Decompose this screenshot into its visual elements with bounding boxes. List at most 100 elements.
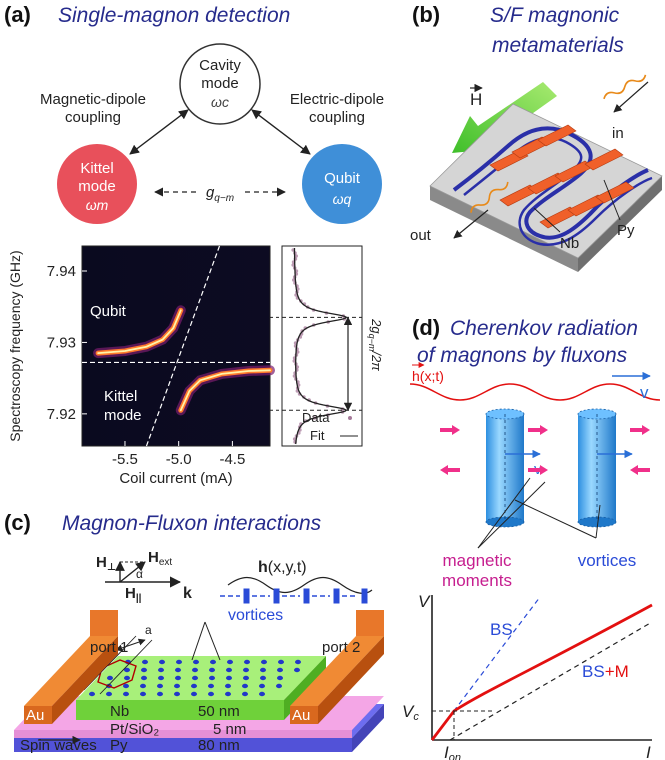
panel-b-letter: (b) [412,2,440,27]
antidot [277,675,283,681]
nb-layer-top [76,656,326,700]
antidot [157,683,163,689]
vortex-cylinder-right [577,408,617,528]
y-tick-label-2: 7.92 [47,406,76,423]
heatmap-axes: -5.5-5.0-4.57.947.937.92 [47,263,246,468]
panel-a: (a) Single-magnon detection Cavity mode … [4,2,384,487]
antidot [158,667,164,673]
antidot [175,667,181,673]
port1-label: port 1 [90,639,128,656]
heatmap-qubit-label: Qubit [90,303,127,320]
hxt-label: h(x;t) [412,368,444,384]
bsm-label: BS+M [582,662,629,681]
py-label: Py [617,222,635,239]
heatmap-xlabel: Coil current (mA) [119,470,232,487]
antidot [158,675,164,681]
port2-label: port 2 [322,639,360,656]
heatmap-ylabel: Spectroscopy frequency (GHz) [7,250,23,441]
bsm-curve [430,603,653,741]
antidot [259,691,265,697]
py-bars [489,124,635,229]
vortex-row-c [220,588,368,604]
panel-c-title: Magnon-Fluxon interactions [62,512,322,535]
antidot [226,675,232,681]
nb-layer-front [76,700,284,720]
electrode-right [290,610,384,724]
magnetic-moments-label-1: magnetic [443,551,512,570]
antidot [276,683,282,689]
layer-py-thickness: 80 nm [198,737,240,754]
omega-q-label: ωq [333,191,352,207]
nb-label: Nb [560,235,579,252]
h-par-label: H|| [125,585,142,604]
data-point [295,350,300,354]
antidot [210,659,216,665]
panel-b-title-2: metamaterials [492,34,624,57]
panel-d-letter: (d) [412,315,440,340]
antidot [106,691,112,697]
antidot [157,691,163,697]
branch-lower [179,369,271,412]
iv-ylabel: V [418,592,431,611]
antidot [225,683,231,689]
unit-cell-hex [97,659,137,689]
antidot [259,683,265,689]
py-layer-front [14,738,352,752]
cavity-mode-node [179,43,261,125]
vortex-cylinder-left [485,408,525,528]
gap-label: 2gq−m/2π [367,318,384,371]
magnetic-moments-label-2: moments [442,571,512,590]
antidot [243,675,249,681]
x-tick-label-0: -5.5 [112,451,138,468]
h-wave [409,383,661,401]
antidot [174,691,180,697]
panel-d-title-2: of magnons by fluxons [417,344,628,367]
h-field-label: H [470,90,482,109]
iv-xlabel: I [646,743,651,760]
magnetic-moment-arrows [440,425,650,475]
pt-layer-front [14,730,352,738]
panel-d: (d) Cherenkov radiation of magnons by fl… [402,315,661,760]
omega-m-label: ωm [86,197,109,213]
cavity-mode-label: Cavity [199,57,241,74]
antidot [294,667,300,673]
antidot [208,683,214,689]
antidot [107,675,113,681]
panel-b: (b) S/F magnonic metamaterials H [410,2,663,272]
panel-a-title: Single-magnon detection [58,4,290,27]
lattice-a-label: a [145,623,152,637]
legend-data: Data [302,410,330,425]
antidot [193,659,199,665]
antidot [227,659,233,665]
antidot [225,691,231,697]
elec-dipole-label-2: coupling [309,109,365,126]
antidot [242,683,248,689]
electrode-left [24,610,118,724]
antidot [141,667,147,673]
out-arrow [453,209,489,239]
au-right-label: Au [292,707,310,724]
vc-label: Vc [402,702,419,723]
mag-dipole-label-1: Magnetic-dipole [40,91,146,108]
antidot [176,659,182,665]
branch-upper [97,309,182,354]
antidot [208,691,214,697]
antidot [141,675,147,681]
vortices-label-c: vortices [228,607,283,624]
layer-pt-label: Pt/SiO₂ [110,721,159,738]
arrow-cavity-qubit [251,109,311,155]
antidot [175,675,181,681]
heatmap-marks [82,245,275,447]
qubit-node [302,144,382,224]
out-wave [470,181,509,213]
antidot [277,667,283,673]
py-layer-side [352,704,384,752]
kittel-mode-label-2: mode [78,178,116,195]
antidot [124,667,130,673]
data-point [295,365,300,369]
in-wave [603,74,647,100]
antidot [174,683,180,689]
elec-dipole-label-1: Electric-dipole [290,91,384,108]
antidot [140,691,146,697]
